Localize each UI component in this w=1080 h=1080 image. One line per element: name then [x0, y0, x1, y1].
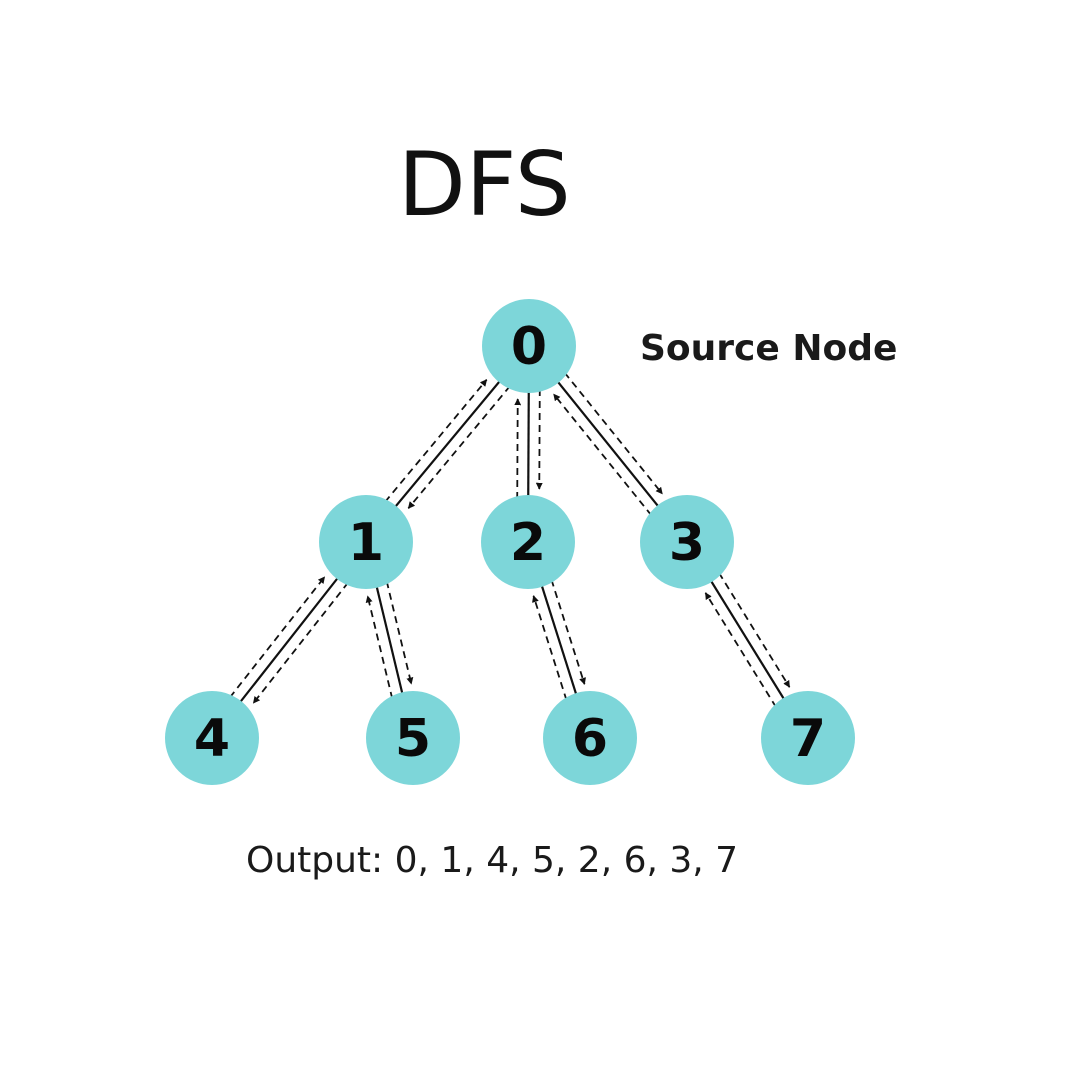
traversal-arrow-up-6-2	[532, 595, 568, 701]
node-3: 3	[640, 495, 734, 589]
node-label: 6	[572, 709, 608, 769]
node-label: 2	[510, 513, 546, 573]
node-label: 3	[669, 513, 705, 573]
node-label: 1	[348, 513, 384, 573]
node-circle	[543, 691, 637, 785]
node-circle	[165, 691, 259, 785]
node-circle	[482, 299, 576, 393]
traversal-arrow-down-1-4	[252, 582, 349, 704]
traversal-arrow-up-7-3	[704, 592, 777, 708]
node-6: 6	[543, 691, 637, 785]
node-0: 0	[482, 299, 576, 393]
traversal-arrow-down-3-7	[718, 572, 791, 688]
node-label: 0	[511, 317, 547, 377]
traversal-arrow-down-1-5	[385, 581, 414, 685]
output-text: Output: 0, 1, 4, 5, 2, 6, 3, 7	[246, 840, 738, 881]
nodes-layer: 0 1 2 3 4 5 6 7	[165, 299, 855, 785]
traversal-arrow-up-2-0	[514, 398, 522, 499]
node-5: 5	[366, 691, 460, 785]
node-circle	[761, 691, 855, 785]
diagram-title: DFS	[398, 133, 571, 236]
node-2: 2	[481, 495, 575, 589]
node-circle	[481, 495, 575, 589]
traversal-arrow-down-0-2	[535, 389, 543, 490]
node-4: 4	[165, 691, 259, 785]
traversal-arrow-up-3-0	[552, 393, 653, 516]
traversal-arrow-down-0-1	[407, 385, 511, 509]
node-label: 4	[194, 709, 230, 769]
node-circle	[366, 691, 460, 785]
node-label: 7	[790, 709, 826, 769]
node-label: 5	[395, 709, 431, 769]
traversal-arrows-layer	[229, 372, 791, 708]
source-node-label: Source Node	[640, 328, 897, 369]
traversal-arrow-down-2-6	[550, 579, 586, 685]
traversal-arrow-up-4-1	[229, 576, 326, 698]
node-1: 1	[319, 495, 413, 589]
traversal-arrow-down-0-3	[563, 372, 664, 495]
traversal-arrow-up-5-1	[365, 595, 394, 699]
node-circle	[640, 495, 734, 589]
node-7: 7	[761, 691, 855, 785]
node-circle	[319, 495, 413, 589]
traversal-arrow-up-1-0	[384, 379, 488, 503]
